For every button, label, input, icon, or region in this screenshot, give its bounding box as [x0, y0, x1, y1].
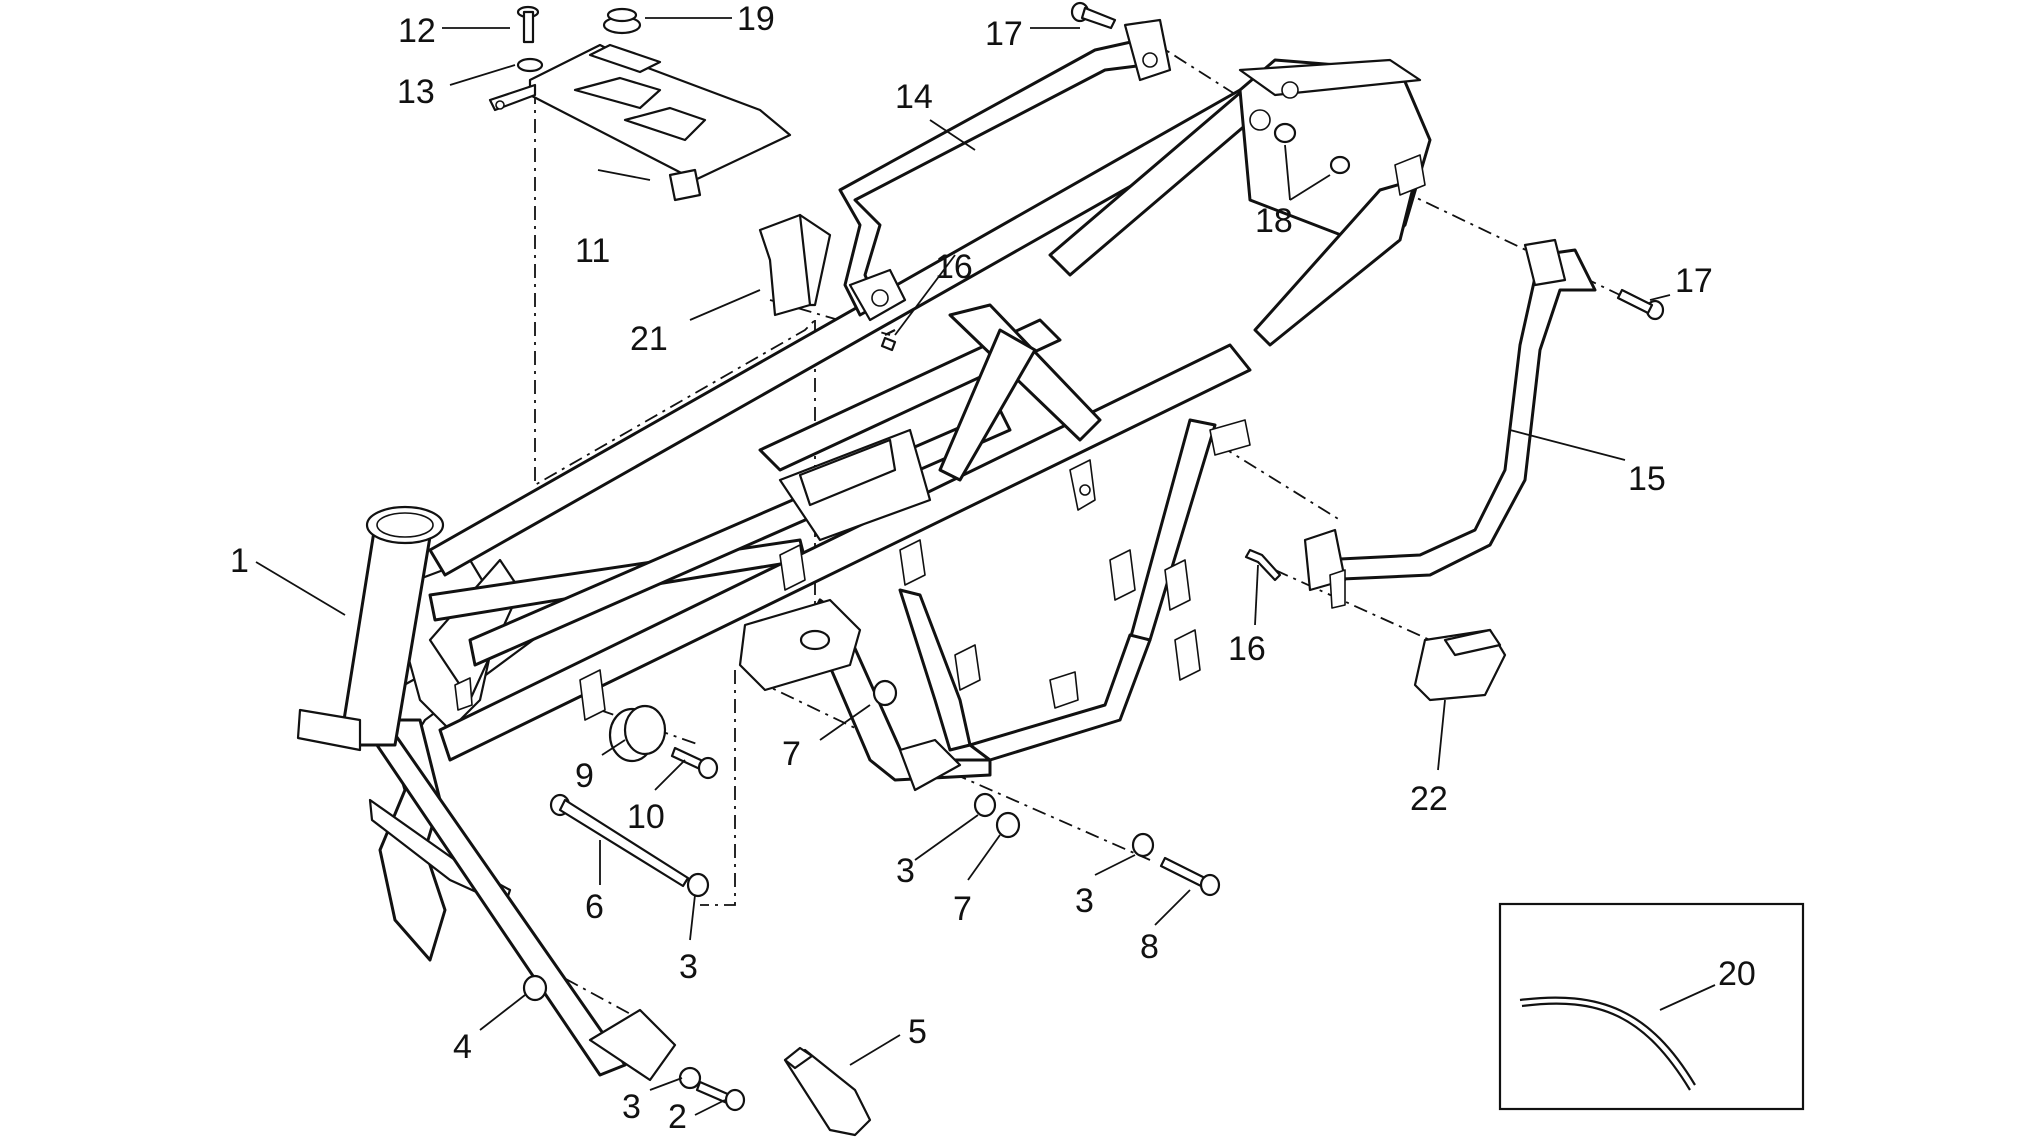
- callout-12: 12: [398, 12, 436, 50]
- part-3-washer-a: [686, 872, 710, 898]
- callout-11: 11: [575, 232, 610, 270]
- callout-labels: 1 2 3 3 3 3 4 5 6 7 7 8 9 10 11 12 13 14…: [230, 0, 1756, 1136]
- callout-22: 22: [1410, 780, 1448, 818]
- part-3-washer-b: [973, 792, 997, 818]
- part-13-washer: [516, 57, 544, 73]
- callout-14: 14: [895, 78, 933, 116]
- part-18-nuts: [1273, 122, 1351, 175]
- part-6-long-bolt: [549, 793, 690, 888]
- callout-17: 17: [1675, 262, 1713, 300]
- callout-1: 1: [230, 542, 249, 580]
- callout-16: 16: [935, 248, 973, 286]
- part-4-nut: [522, 974, 548, 1002]
- part-9-rubber: [608, 704, 667, 763]
- part-14-grab-rail: [838, 18, 1172, 322]
- callout-17: 17: [985, 15, 1023, 53]
- part-20-inset: [1498, 902, 1805, 1111]
- callout-9: 9: [575, 757, 594, 795]
- part-17-bolt-right: [1616, 288, 1665, 321]
- part-12-bolt: [516, 5, 540, 44]
- callout-3: 3: [896, 852, 915, 890]
- part-15-grab-rail: [1303, 238, 1597, 609]
- callout-5: 5: [908, 1013, 927, 1051]
- callout-8: 8: [1140, 928, 1159, 966]
- part-16-screw-upper: [880, 329, 897, 352]
- part-2-bolt: [695, 1080, 746, 1112]
- callout-21: 21: [630, 320, 668, 358]
- part-8-bolt: [1159, 856, 1221, 897]
- part-21-cover: [758, 213, 832, 317]
- callout-19: 19: [737, 0, 775, 38]
- part-11-plate: [488, 43, 792, 202]
- callout-7: 7: [782, 735, 801, 773]
- part-7-nut-a: [872, 679, 898, 707]
- part-3-washer-d: [678, 1066, 702, 1090]
- part-19-grommet: [602, 7, 642, 35]
- part-5-cover: [783, 1046, 872, 1137]
- callout-3: 3: [622, 1088, 641, 1126]
- part-16-screw-lower: [1244, 548, 1282, 582]
- part-3-washer-c: [1131, 832, 1155, 858]
- part-10-bolt: [670, 746, 719, 780]
- callout-13: 13: [397, 73, 435, 111]
- callout-4: 4: [453, 1028, 472, 1066]
- callout-18: 18: [1255, 202, 1293, 240]
- part-7-nut-b: [995, 811, 1021, 839]
- part-17-bolt-upper: [1070, 1, 1117, 30]
- callout-6: 6: [585, 888, 604, 926]
- callout-15: 15: [1628, 460, 1666, 498]
- callout-10: 10: [627, 798, 665, 836]
- callout-20: 20: [1718, 955, 1756, 993]
- main-frame: [296, 58, 1432, 1082]
- part-22-cover: [1413, 628, 1507, 702]
- callout-7: 7: [953, 890, 972, 928]
- callout-3: 3: [1075, 882, 1094, 920]
- leader-lines: [255, 17, 1716, 1116]
- callout-3: 3: [679, 948, 698, 986]
- callout-2: 2: [668, 1098, 687, 1136]
- callout-16: 16: [1228, 630, 1266, 668]
